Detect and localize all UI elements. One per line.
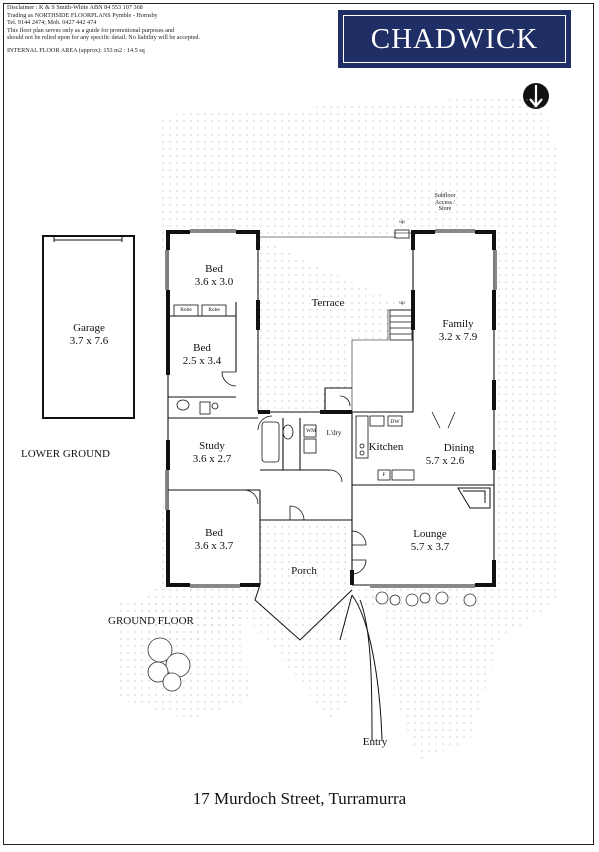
room-size: 3.7 x 7.6 [69,335,109,347]
room-porch: Porch [276,565,332,578]
property-address: 17 Murdoch Street, Turramurra [192,789,407,808]
disclaimer-line: should not be relied upon for any specif… [7,34,200,42]
room-family: Family 3.2 x 7.9 [424,318,492,344]
kitchen-fixtures [355,415,415,481]
room-size: 3.2 x 7.9 [438,331,478,343]
fireplace [457,487,491,509]
entry-label: Entry [355,736,395,749]
subfloor-line: Access / [434,199,456,206]
room-size: 3.6 x 2.7 [192,453,232,465]
stairs [389,229,413,341]
room-size: 5.7 x 2.6 [425,455,465,467]
bathroom-fixtures [176,399,317,463]
subfloor-line: Subfloor [434,193,456,199]
room-name: Bed [193,342,211,354]
disclaimer: Disclaimer : K & S Smith-White ABN 84 55… [7,4,337,55]
room-name: Terrace [311,297,345,309]
dishwasher-label: DW [390,419,400,425]
room-bed-3: Bed 3.6 x 3.7 [180,527,248,553]
room-name: Bed [205,527,223,539]
washing-machine-label: WM [305,428,317,434]
shrubs [147,591,477,692]
room-name: Study [199,440,225,452]
entry-path [254,584,383,741]
room-size: 5.7 x 3.7 [410,541,450,553]
lower-ground-label: LOWER GROUND [21,448,110,460]
room-bed-2: Bed 2.5 x 3.4 [168,342,236,368]
room-garage: Garage 3.7 x 7.6 [55,322,123,348]
robe-label: Robe [180,307,192,313]
room-dining: Dining 5.7 x 2.6 [400,442,490,468]
fridge-label: F [382,472,386,478]
stairs-up-label: up [399,300,405,306]
room-bed-1: Bed 3.6 x 3.0 [180,263,248,289]
brand-logo: CHADWICK [338,10,571,68]
room-name: Kitchen [368,441,404,453]
disclaimer-line: Trading as NORTHSIDE FLOORPLANS Pymble -… [7,11,158,19]
subfloor-line: Store [438,206,452,212]
door-swings [221,371,456,575]
subfloor-store-label: Subfloor Access / Store [425,193,465,213]
brand-name: CHADWICK [370,23,539,55]
room-name: Garage [73,322,105,334]
robe-label: Robe [208,307,220,313]
room-name: L'dry [326,429,342,437]
room-name: Family [442,318,474,330]
thick-walls [166,230,496,587]
disclaimer-line: Disclaimer : K & S Smith-White ABN 84 55… [7,4,143,11]
room-name: Lounge [413,528,447,540]
room-kitchen: Kitchen [362,441,410,454]
room-name: Porch [291,565,317,577]
room-size: 2.5 x 3.4 [182,355,222,367]
room-name: Dining [443,442,475,454]
room-study: Study 3.6 x 2.7 [178,440,246,466]
disclaimer-line: Tel. 9144 2474; Mob. 0427 442 474 [7,19,97,27]
room-terrace: Terrace [298,297,358,310]
room-laundry: L'dry [319,427,349,440]
stairs-up-label: up [399,219,405,225]
page-frame [3,3,594,845]
robes [173,304,227,317]
ground-floor-label: GROUND FLOOR [108,615,194,627]
room-lounge: Lounge 5.7 x 3.7 [396,528,464,554]
window-marks [165,229,497,588]
room-name: Bed [205,263,223,275]
disclaimer-line: This floor plan serves only as a guide f… [7,26,175,34]
brand-logo-border [343,15,566,63]
room-size: 3.6 x 3.0 [194,276,234,288]
room-size: 3.6 x 3.7 [194,540,234,552]
floor-area-text: INTERNAL FLOOR AREA (approx): 153 m2 : 1… [7,46,145,54]
room-name: Entry [362,736,388,748]
garage-outline [42,235,135,419]
